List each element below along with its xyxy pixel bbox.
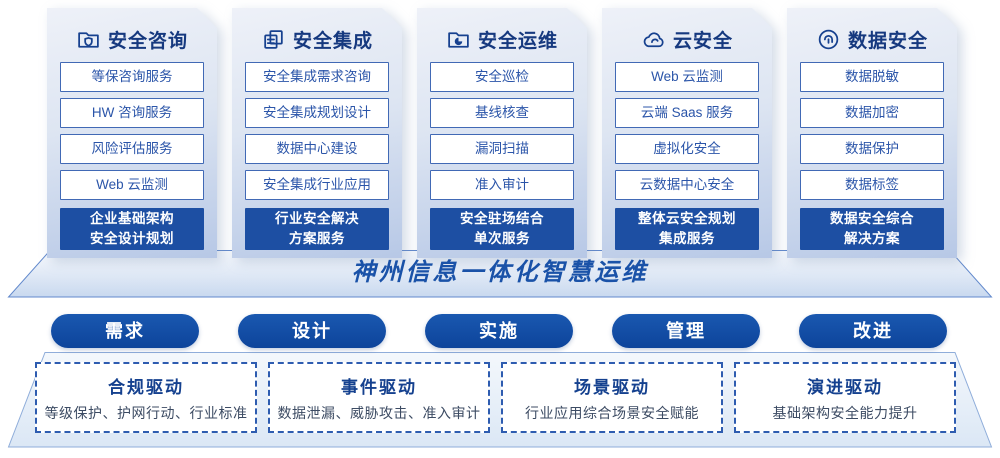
card-header: 安全运维	[430, 25, 574, 53]
highlight-line: 数据安全综合	[830, 211, 914, 227]
card-header: 数据安全	[800, 25, 944, 53]
driver-title: 场景驱动	[574, 377, 650, 397]
service-item: Web 云监测	[615, 62, 759, 92]
service-item: 云数据中心安全	[615, 170, 759, 200]
service-item: Web 云监测	[60, 170, 204, 200]
service-item: 安全集成规划设计	[245, 98, 389, 128]
highlight-line: 安全驻场结合	[460, 211, 544, 227]
process-pill-manage: 管理	[612, 314, 760, 348]
service-card-security-consulting: 安全咨询 等保咨询服务 HW 咨询服务 风险评估服务 Web 云监测 企业基础架…	[47, 8, 217, 258]
highlight-line: 集成服务	[659, 231, 715, 246]
service-item: 等保咨询服务	[60, 62, 204, 92]
folder-shield-icon	[76, 27, 101, 52]
service-item: 风险评估服务	[60, 134, 204, 164]
driver-title: 演进驱动	[807, 377, 883, 397]
driver-desc: 等级保护、护网行动、行业标准	[44, 404, 248, 421]
driver-title: 事件驱动	[341, 377, 417, 397]
highlight-box: 行业安全解决 方案服务	[245, 208, 389, 250]
highlight-line: 单次服务	[474, 231, 530, 246]
driver-desc: 数据泄漏、威胁攻击、准入审计	[277, 404, 481, 421]
card-title: 安全咨询	[107, 30, 188, 52]
highlight-line: 解决方案	[844, 231, 900, 246]
driver-title: 合规驱动	[108, 377, 184, 397]
process-pill-design: 设计	[238, 314, 386, 348]
highlight-line: 企业基础架构	[90, 211, 174, 227]
highlight-line: 方案服务	[289, 231, 345, 246]
driver-box-evolution: 演进驱动 基础架构安全能力提升	[734, 362, 956, 433]
highlight-box: 企业基础架构 安全设计规划	[60, 208, 204, 250]
folder-chart-icon	[446, 27, 471, 52]
service-item: 基线核查	[430, 98, 574, 128]
service-item: HW 咨询服务	[60, 98, 204, 128]
process-pill-implement: 实施	[425, 314, 573, 348]
driver-desc: 行业应用综合场景安全赋能	[525, 404, 699, 421]
service-card-security-integration: 安全集成 安全集成需求咨询 安全集成规划设计 数据中心建设 安全集成行业应用 行…	[232, 8, 402, 258]
service-item: 数据脱敏	[800, 62, 944, 92]
card-header: 安全集成	[245, 25, 389, 53]
highlight-line: 行业安全解决	[275, 211, 359, 227]
fingerprint-icon	[816, 27, 841, 52]
service-item: 数据中心建设	[245, 134, 389, 164]
service-item: 安全巡检	[430, 62, 574, 92]
service-item: 安全集成行业应用	[245, 170, 389, 200]
card-title: 云安全	[672, 30, 733, 52]
highlight-box: 整体云安全规划 集成服务	[615, 208, 759, 250]
service-item: 准入审计	[430, 170, 574, 200]
highlight-line: 整体云安全规划	[638, 211, 736, 227]
service-card-cloud-security: 云安全 Web 云监测 云端 Saas 服务 虚拟化安全 云数据中心安全 整体云…	[602, 8, 772, 258]
card-title: 数据安全	[847, 30, 928, 52]
service-item: 虚拟化安全	[615, 134, 759, 164]
service-item: 云端 Saas 服务	[615, 98, 759, 128]
highlight-line: 安全设计规划	[90, 231, 174, 246]
documents-icon	[261, 27, 286, 52]
service-item: 数据标签	[800, 170, 944, 200]
card-title: 安全运维	[477, 30, 558, 52]
service-card-security-operations: 安全运维 安全巡检 基线核查 漏洞扫描 准入审计 安全驻场结合 单次服务	[417, 8, 587, 258]
card-title: 安全集成	[292, 30, 373, 52]
service-item: 安全集成需求咨询	[245, 62, 389, 92]
service-card-data-security: 数据安全 数据脱敏 数据加密 数据保护 数据标签 数据安全综合 解决方案	[787, 8, 957, 258]
process-pill-improve: 改进	[799, 314, 947, 348]
driver-box-scenario: 场景驱动 行业应用综合场景安全赋能	[501, 362, 723, 433]
service-item: 数据保护	[800, 134, 944, 164]
service-item: 数据加密	[800, 98, 944, 128]
driver-box-compliance: 合规驱动 等级保护、护网行动、行业标准	[35, 362, 257, 433]
highlight-box: 数据安全综合 解决方案	[800, 208, 944, 250]
card-header: 安全咨询	[60, 25, 204, 53]
process-pill-demand: 需求	[51, 314, 199, 348]
highlight-box: 安全驻场结合 单次服务	[430, 208, 574, 250]
driver-desc: 基础架构安全能力提升	[772, 404, 918, 421]
driver-box-incident: 事件驱动 数据泄漏、威胁攻击、准入审计	[268, 362, 490, 433]
card-header: 云安全	[615, 25, 759, 53]
banner-title: 神州信息一体化智慧运维	[351, 259, 649, 286]
service-item: 漏洞扫描	[430, 134, 574, 164]
cloud-icon	[641, 27, 666, 52]
